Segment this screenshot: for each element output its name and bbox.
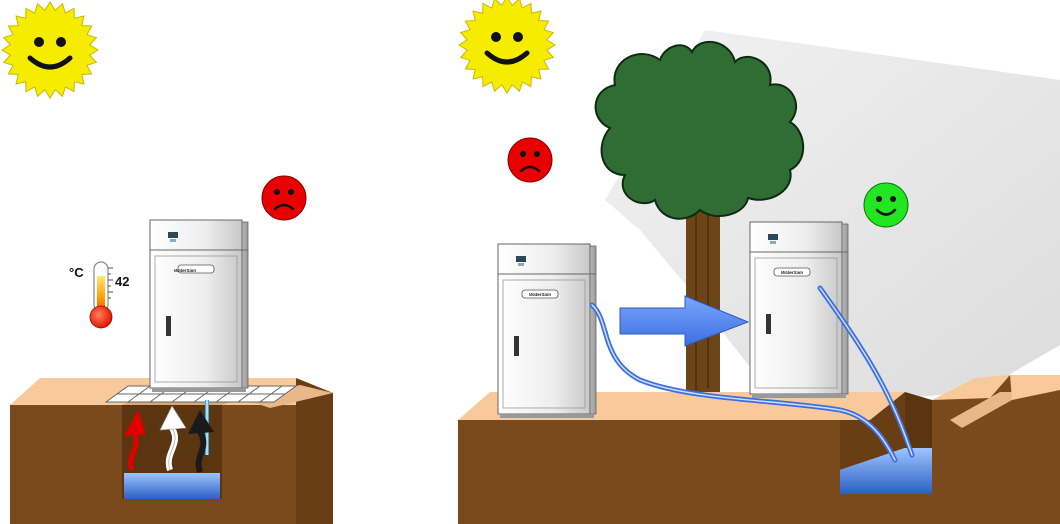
right-scene: WaterSam WaterSam	[458, 0, 1060, 524]
happy-face-icon	[864, 183, 908, 227]
sun-icon	[459, 0, 555, 93]
cabinet-brand-label-left: WaterSam	[174, 268, 196, 273]
cabinet-icon	[498, 244, 596, 418]
sad-face-icon	[262, 176, 306, 220]
thermometer-icon	[90, 262, 113, 328]
cabinet-brand-label-sun: WaterSam	[529, 292, 551, 297]
sad-face-icon	[508, 138, 552, 182]
left-scene: °C 42	[2, 2, 333, 524]
thermometer-unit-label: °C	[69, 265, 84, 280]
thermometer-value-label: 42	[115, 274, 129, 289]
cabinet-brand-label-shade: WaterSam	[781, 270, 803, 275]
sun-icon	[2, 2, 98, 98]
cabinet-icon	[150, 220, 248, 392]
